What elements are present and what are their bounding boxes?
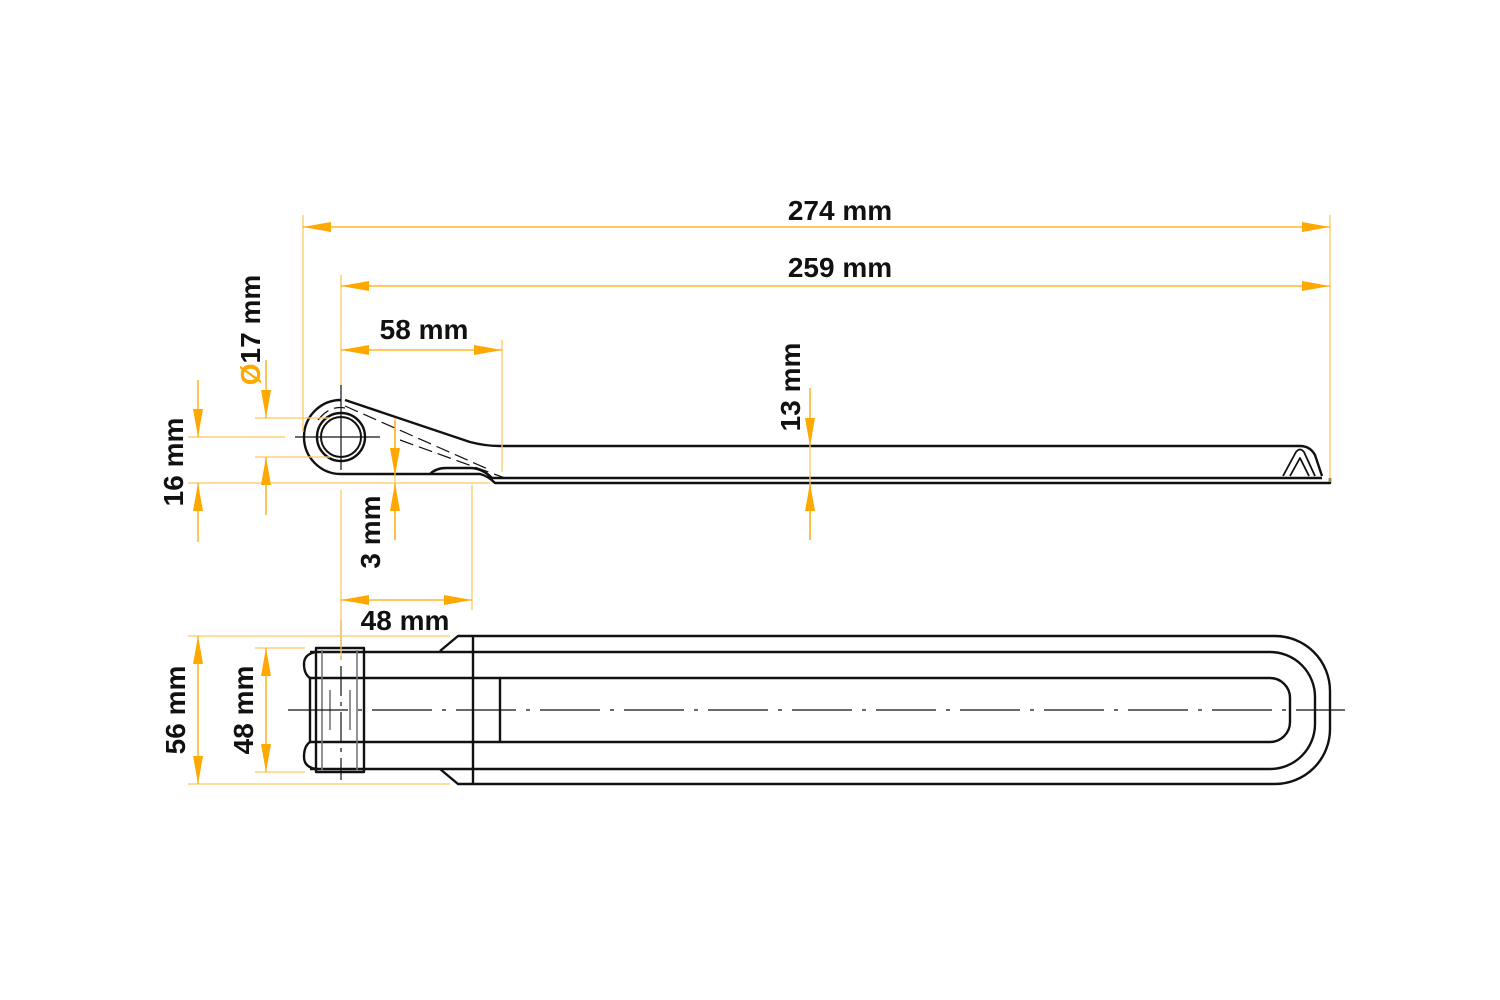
pin-heads: [302, 650, 317, 771]
label-eye-height: 16 mm: [158, 418, 189, 507]
top-view: [288, 620, 1345, 786]
label-pin-width: 48 mm: [228, 666, 259, 755]
label-overall-length: 274 mm: [788, 195, 892, 226]
label-bar-height: 13 mm: [775, 343, 806, 432]
label-plate-offset: 3 mm: [355, 495, 386, 568]
label-pin-diameter: Ø17 mm: [235, 275, 266, 386]
label-pin-to-tip: 259 mm: [788, 252, 892, 283]
side-view: [295, 385, 1332, 485]
side-profile: [302, 398, 1332, 485]
label-taper-length: 58 mm: [380, 314, 469, 345]
diameter-symbol: Ø: [235, 363, 266, 385]
label-outer-width: 56 mm: [160, 666, 191, 755]
tip-hook: [1282, 448, 1316, 477]
label-step-length: 48 mm: [361, 605, 450, 636]
eye-centerline: [295, 385, 380, 470]
dimensions: 274 mm 259 mm 58 mm Ø17 mm 16 mm 3 mm 13…: [158, 195, 1331, 785]
